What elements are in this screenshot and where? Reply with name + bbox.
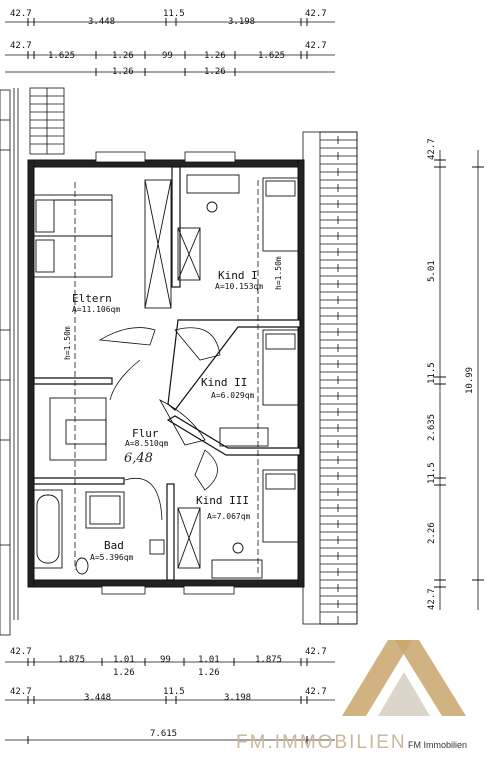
dim-top-1a: 42.7 xyxy=(10,9,32,19)
dim-bot-2b: 3.448 xyxy=(84,693,111,703)
dim-bot-2e: 42.7 xyxy=(305,687,327,697)
brand-watermark: FM Immobilien xyxy=(408,740,467,750)
eltern-double-bed xyxy=(33,194,113,278)
room-height-eltern: h=1.50m xyxy=(63,326,72,360)
flur-furniture xyxy=(49,397,107,461)
dim-bot-1sub2: 1.26 xyxy=(198,668,220,678)
room-name-kind2: Kind II xyxy=(201,376,247,389)
room-area-kind1: A=10.153qm xyxy=(215,282,263,291)
height-lines xyxy=(74,180,259,575)
dim-right-total: 10.99 xyxy=(465,367,475,394)
right-dimension-labels: 42.7 5.01 11.5 2.635 11.5 2.26 42.7 10.99 xyxy=(427,138,475,610)
kind1-furniture xyxy=(177,174,299,281)
room-name-flur: Flur xyxy=(132,427,159,440)
dim-right-6: 42.7 xyxy=(427,588,437,610)
dim-top-2b2: 1.26 xyxy=(112,51,134,61)
dim-top-2b4: 1.26 xyxy=(204,51,226,61)
dim-top-1c: 11.5 xyxy=(163,9,185,19)
dim-bot-1b: 1.875 xyxy=(58,655,85,665)
brand-logo-text: FM.IMMOBILIEN xyxy=(236,732,407,753)
dim-bot-2a: 42.7 xyxy=(10,687,32,697)
dim-bot-1e: 1.01 xyxy=(198,655,220,665)
room-area-flur: A=8.510qm xyxy=(125,439,169,448)
top-dimension-lines xyxy=(5,18,335,76)
dim-bot-2c: 11.5 xyxy=(163,687,185,697)
dim-right-5: 2.26 xyxy=(427,522,437,544)
dim-bot-2d: 3.198 xyxy=(224,693,251,703)
interior-walls xyxy=(33,166,301,581)
room-name-eltern: Eltern xyxy=(72,292,112,305)
dim-top-1d: 3.198 xyxy=(228,17,255,27)
dim-top-2b1: 1.625 xyxy=(48,51,75,61)
dim-bot-1a: 42.7 xyxy=(10,647,32,657)
bottom-dimension-lines xyxy=(5,658,335,744)
room-height-kind1: h=1.50m xyxy=(274,256,283,290)
dim-top-2c1: 1.26 xyxy=(112,67,134,77)
kind2-furniture xyxy=(219,329,299,447)
fm-immobilien-logo-icon xyxy=(342,640,466,716)
room-area-bad: A=5.396qm xyxy=(90,553,134,562)
room-area-kind3: A=7.067qm xyxy=(207,512,251,521)
dim-top-1e: 42.7 xyxy=(305,9,327,19)
outer-walls xyxy=(27,159,305,588)
dim-top-2a: 42.7 xyxy=(10,41,32,51)
room-name-kind3: Kind III xyxy=(196,494,249,507)
dim-top-1b: 3.448 xyxy=(88,17,115,27)
handwritten-flur-area: 6,48 xyxy=(124,451,153,466)
room-name-bad: Bad xyxy=(104,539,124,552)
dim-top-2b5: 1.625 xyxy=(258,51,285,61)
right-dimension-lines xyxy=(434,150,484,610)
dim-right-0: 42.7 xyxy=(427,138,437,160)
room-name-kind1: Kind I xyxy=(218,269,258,282)
dim-top-2c2: 1.26 xyxy=(204,67,226,77)
dim-top-2e: 42.7 xyxy=(305,41,327,51)
dim-top-2b3: 99 xyxy=(162,51,173,61)
dim-right-2: 11.5 xyxy=(427,362,437,384)
dim-bot-1c: 1.01 xyxy=(113,655,135,665)
dim-right-3: 2.635 xyxy=(427,414,437,441)
left-roof-tiles xyxy=(0,87,65,636)
kind3-furniture xyxy=(177,469,299,579)
right-roof-tiles xyxy=(302,131,358,625)
dim-bot-1d: 99 xyxy=(160,655,171,665)
bad-furniture xyxy=(33,489,165,575)
eltern-wardrobe xyxy=(144,179,172,309)
room-area-kind2: A=6.029qm xyxy=(211,391,255,400)
dim-bot-3: 7.615 xyxy=(150,729,177,739)
room-area-eltern: A=11.106qm xyxy=(72,305,120,314)
windows-top xyxy=(95,151,236,595)
dim-bot-1g: 42.7 xyxy=(305,647,327,657)
dim-right-4: 11.5 xyxy=(427,462,437,484)
dim-right-1: 5.01 xyxy=(427,260,437,282)
door-swings xyxy=(98,327,221,521)
dim-bot-1f: 1.875 xyxy=(255,655,282,665)
dim-bot-1sub1: 1.26 xyxy=(113,668,135,678)
